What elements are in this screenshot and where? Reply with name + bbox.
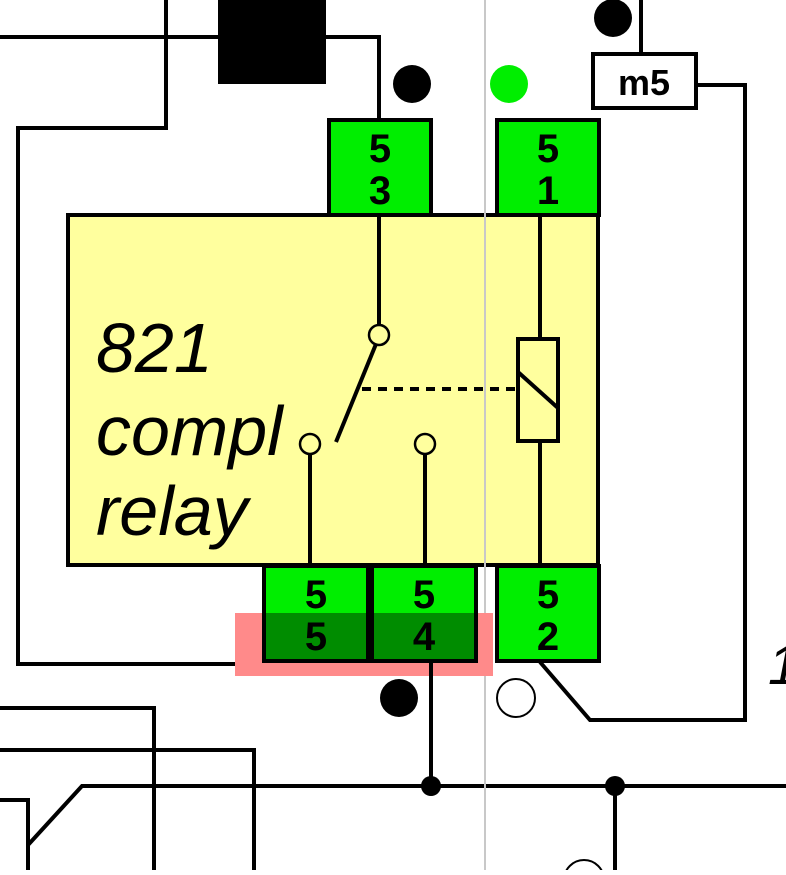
pin-52[interactable]: 5 2 [495, 564, 601, 663]
m5-tag-label: m5 [618, 62, 670, 103]
indicator-dot-bottom-empty [496, 678, 536, 718]
edge-glyph: 1 [768, 633, 786, 696]
pin-55[interactable]: 5 5 [262, 564, 370, 663]
relay-label: 821 compl relay [96, 309, 302, 550]
wire-bus [26, 784, 786, 847]
partial-circle-bottom [563, 859, 605, 875]
pin-54-digit-1: 5 [413, 573, 435, 617]
switch-blade [334, 343, 378, 443]
pin-51-box [495, 118, 601, 217]
contact-common [367, 323, 391, 347]
pin-51-digit-1: 5 [537, 127, 559, 171]
pin-54-selected-half [372, 613, 476, 661]
m5-tag[interactable]: m5 [591, 52, 698, 110]
contact-no [413, 432, 437, 456]
indicator-dot-top-black [393, 65, 431, 103]
indicator-dot-m5 [594, 0, 632, 37]
wire-top-left [0, 35, 381, 120]
pin-53-digit-1: 5 [369, 127, 391, 171]
indicator-dot-bottom-black [380, 679, 418, 717]
black-block [218, 0, 326, 84]
wire-outer-left [16, 0, 264, 666]
pin-53[interactable]: 5 3 [327, 118, 433, 217]
indicator-dot-top-green [490, 65, 528, 103]
relay-label-line-2: compl [96, 392, 285, 470]
wire-lower-1 [0, 706, 156, 870]
pin-52-box [495, 564, 601, 663]
pin-55-digit-2: 5 [305, 615, 327, 659]
pin-54[interactable]: 5 4 [370, 564, 478, 663]
relay-label-line-1: 821 [96, 309, 213, 387]
junction-dot-2 [605, 776, 625, 796]
junction-dot-1 [421, 776, 441, 796]
contact-nc [298, 432, 322, 456]
relay-internals [308, 215, 560, 565]
pin-55-digit-1: 5 [305, 573, 327, 617]
pin-51-digit-2: 1 [537, 169, 559, 213]
wire-right-loop [538, 83, 747, 722]
pin-55-selected-half [264, 613, 368, 661]
wire-lower-2 [0, 748, 256, 870]
relay-label-line-3: relay [96, 472, 252, 550]
coil-diagonal [516, 370, 560, 410]
pin-53-box [327, 118, 433, 217]
wire-lower-3 [0, 798, 30, 870]
pin-53-digit-2: 3 [369, 169, 391, 213]
m5-tag-box [591, 52, 698, 110]
pin-51[interactable]: 5 1 [495, 118, 601, 217]
pin-52-digit-1: 5 [537, 573, 559, 617]
pin-54-digit-2: 4 [413, 615, 436, 659]
pin-54-border [370, 564, 478, 663]
pin-55-border [262, 564, 370, 663]
pin-52-digit-2: 2 [537, 615, 559, 659]
